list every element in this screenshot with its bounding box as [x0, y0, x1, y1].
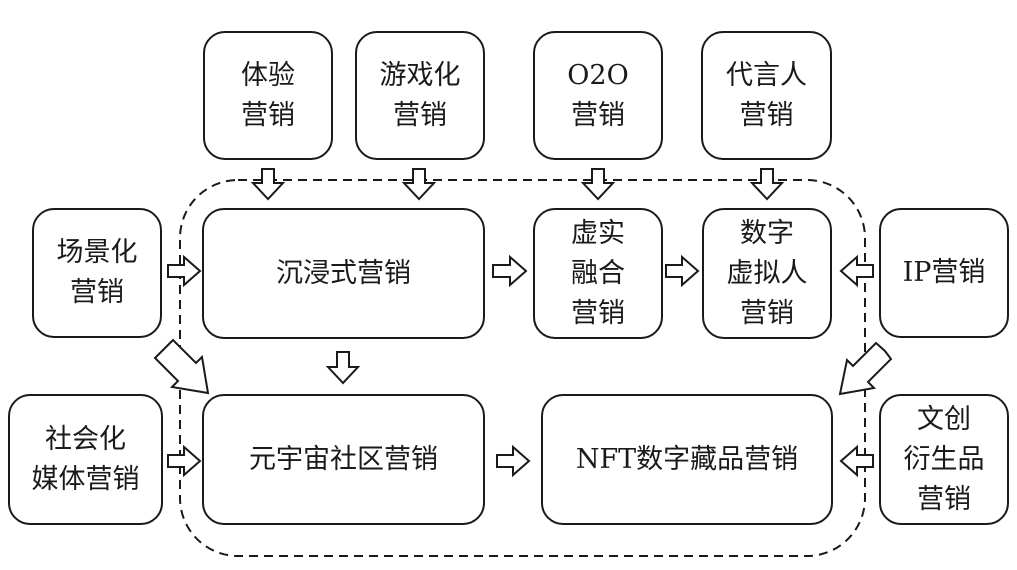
arrow-tiyan-down: [250, 168, 286, 201]
node-shehuihua-media-marketing: 社会化 媒体营销: [8, 394, 163, 525]
arrow-changjing-diagonal: [153, 338, 210, 395]
node-tiyan-marketing: 体验 营销: [203, 31, 333, 160]
arrow-chenjin-to-yuanyuzhou: [325, 351, 361, 385]
arrow-ip-to-shuzi: [839, 254, 874, 288]
arrow-chenjin-to-xushi: [492, 254, 528, 288]
arrow-youxihua-down: [401, 168, 437, 201]
node-xushironghe-marketing: 虚实 融合 营销: [533, 208, 663, 339]
node-shuzixuniren-marketing: 数字 虚拟人 营销: [702, 208, 832, 339]
node-chenjinshi-marketing: 沉浸式营销: [202, 208, 485, 339]
node-youxihua-marketing: 游戏化 营销: [355, 31, 485, 160]
node-yuanyuzhou-community-marketing: 元宇宙社区营销: [202, 394, 485, 525]
node-o2o-marketing: O2O 营销: [533, 31, 663, 160]
arrow-xushi-to-shuzi: [665, 254, 700, 288]
node-nft-marketing: NFT数字藏品营销: [541, 394, 833, 525]
arrow-yuanyuzhou-to-nft: [496, 444, 531, 478]
arrow-wenchuang-to-nft: [839, 444, 874, 478]
arrow-o2o-down: [580, 168, 616, 201]
arrow-shehui-to-yuanyuzhou: [167, 444, 202, 478]
node-daiyanren-marketing: 代言人 营销: [701, 31, 832, 160]
arrow-ip-diagonal: [838, 341, 893, 396]
arrow-daiyanren-down: [749, 168, 785, 201]
node-changjinghua-marketing: 场景化 营销: [32, 208, 162, 338]
node-ip-marketing: IP营销: [879, 208, 1009, 338]
node-wenchuang-marketing: 文创 衍生品 营销: [879, 394, 1009, 525]
arrow-changjing-to-chenjin: [167, 254, 202, 288]
